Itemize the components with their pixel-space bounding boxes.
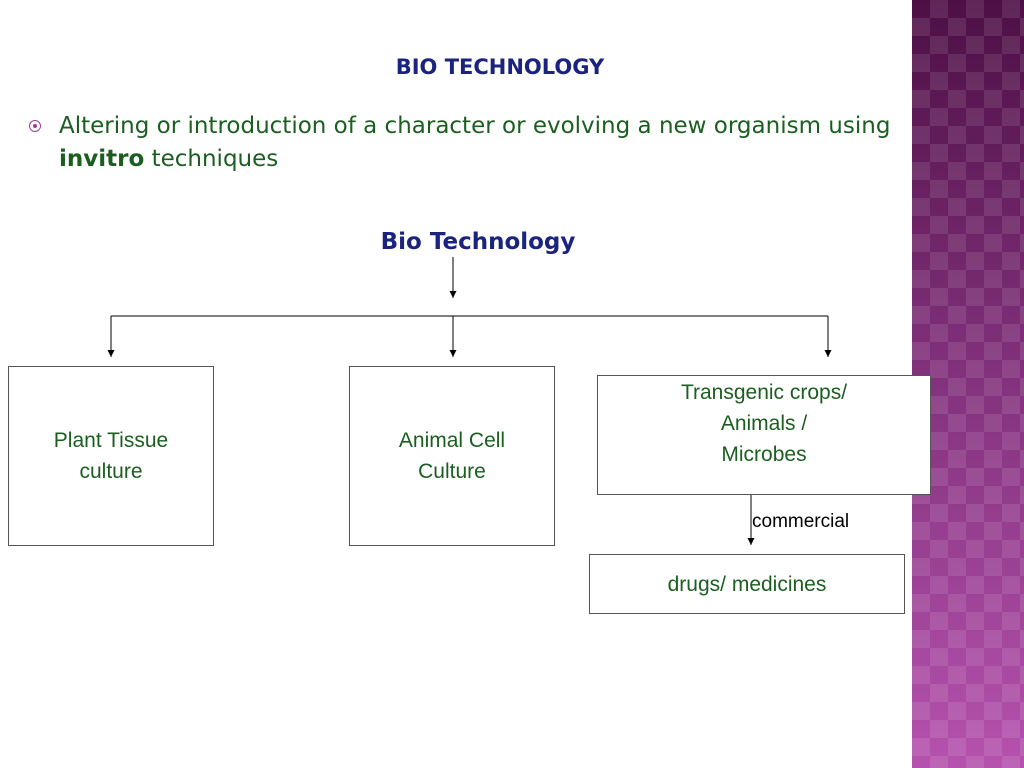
diagram-root-label: Bio Technology (380, 229, 576, 255)
bullet-text: Altering or introduction of a character … (59, 110, 909, 176)
bullet-text-part1: Altering or introduction of a character … (59, 113, 891, 139)
box-line: culture (79, 460, 143, 483)
box-line: Plant Tissue (53, 429, 169, 452)
transgenic-box: Transgenic crops/ Animals / Microbes (597, 375, 931, 495)
box-line: Transgenic crops/ (680, 381, 848, 404)
plant-tissue-culture-box: Plant Tissue culture (8, 366, 214, 546)
box-line: drugs/ medicines (667, 572, 827, 596)
box-line: Animals / (720, 412, 808, 435)
slide-title: BIO TECHNOLOGY (395, 55, 605, 79)
drugs-medicines-box: drugs/ medicines (589, 554, 905, 614)
decorative-side-band (912, 0, 1024, 768)
commercial-label: commercial (752, 511, 850, 532)
bullet-bold-term: invitro (59, 146, 145, 172)
box-line: Microbes (721, 443, 807, 466)
bullet-text-part2: techniques (144, 146, 279, 172)
box-line: Culture (418, 460, 486, 483)
bullet-icon (29, 120, 41, 132)
box-line: Animal Cell (398, 429, 506, 452)
animal-cell-culture-box: Animal Cell Culture (349, 366, 555, 546)
